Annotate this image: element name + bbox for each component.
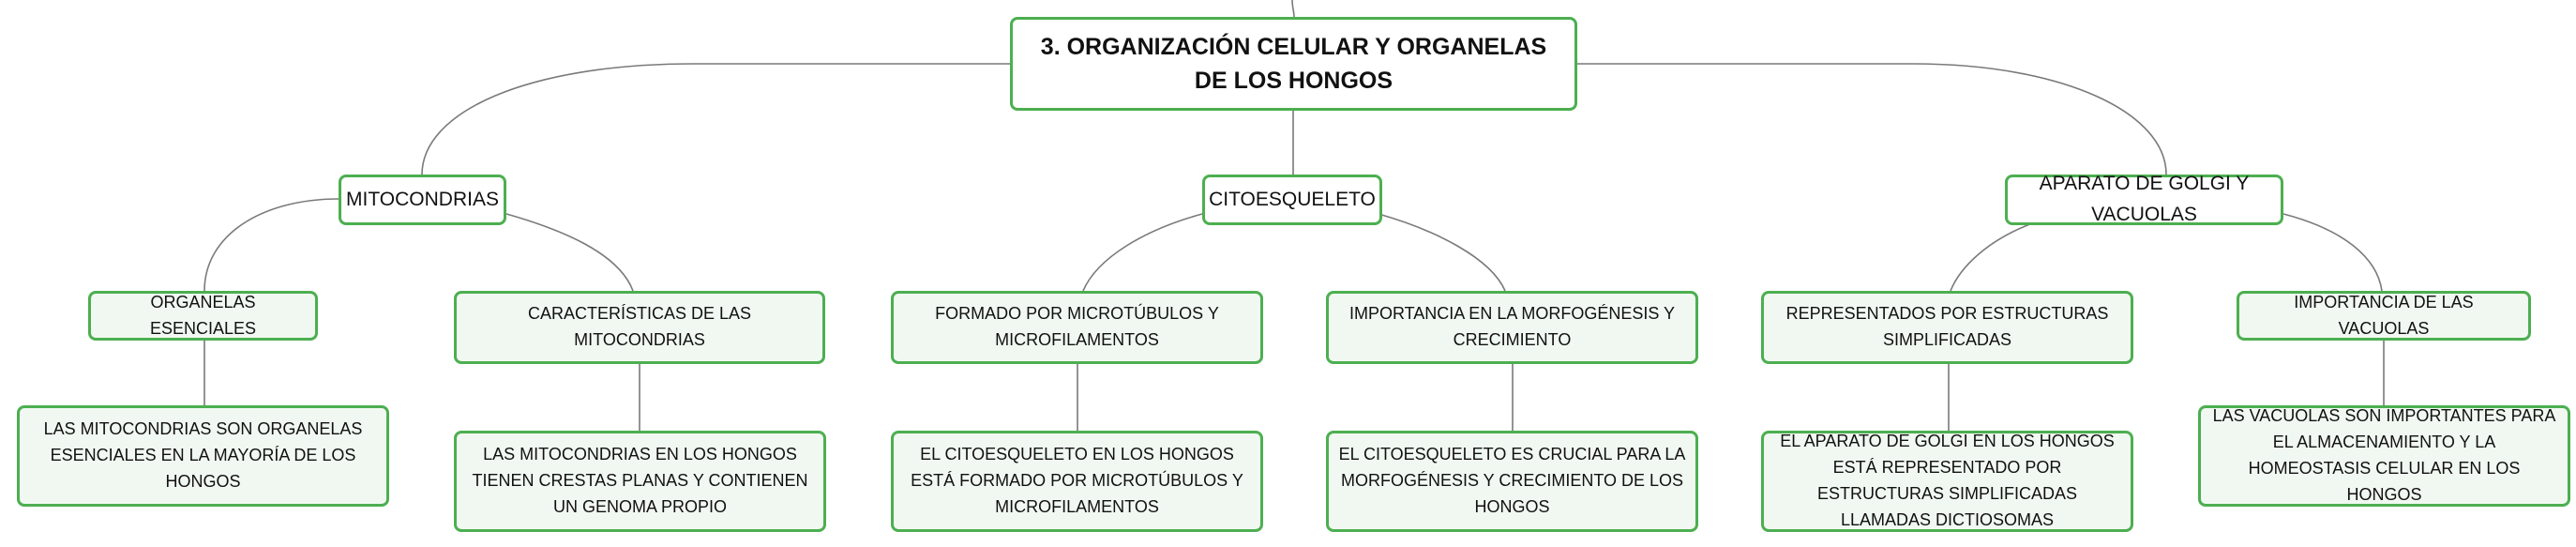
detail-formado-por-text: EL CITOESQUELETO EN LOS HONGOS ESTÁ FORM… xyxy=(911,445,1243,516)
edge-mito-caracteristicas xyxy=(505,213,634,292)
topic-citoesqueleto-label: CITOESQUELETO xyxy=(1209,188,1376,210)
subtopic-importancia-morfogenesis[interactable]: IMPORTANCIA EN LA MORFOGÉNESIS Y CRECIMI… xyxy=(1326,291,1698,364)
topic-golgi-vacuolas-label: APARATO DE GOLGI Y VACUOLAS xyxy=(2039,173,2250,225)
detail-estructuras-simplificadas[interactable]: EL APARATO DE GOLGI EN LOS HONGOS ESTÁ R… xyxy=(1761,431,2133,532)
detail-importancia-vacuolas-text: LAS VACUOLAS SON IMPORTANTES PARA EL ALM… xyxy=(2212,406,2556,504)
topic-golgi-vacuolas[interactable]: APARATO DE GOLGI Y VACUOLAS xyxy=(2005,173,2283,225)
subtopic-estructuras-simplificadas-label: REPRESENTADOS POR ESTRUCTURAS SIMPLIFICA… xyxy=(1785,304,2109,349)
subtopic-estructuras-simplificadas[interactable]: REPRESENTADOS POR ESTRUCTURAS SIMPLIFICA… xyxy=(1761,291,2133,364)
subtopic-importancia-vacuolas-label: IMPORTANCIA DE LAS VACUOLAS xyxy=(2294,292,2474,338)
root-topic-label: 3. ORGANIZACIÓN CELULAR Y ORGANELAS DE L… xyxy=(1040,33,1547,94)
edge-golgi-representados xyxy=(1950,221,2036,292)
topic-mitocondrias-label: MITOCONDRIAS xyxy=(346,188,499,210)
edge-root-mitocondrias xyxy=(421,63,1010,175)
detail-estructuras-simplificadas-text: EL APARATO DE GOLGI EN LOS HONGOS ESTÁ R… xyxy=(1780,432,2115,529)
edge-golgi-vacuolas xyxy=(2282,213,2383,292)
detail-caracteristicas-mitocondrias-text: LAS MITOCONDRIAS EN LOS HONGOS TIENEN CR… xyxy=(472,445,808,516)
detail-caracteristicas-mitocondrias[interactable]: LAS MITOCONDRIAS EN LOS HONGOS TIENEN CR… xyxy=(454,431,826,532)
topic-mitocondrias[interactable]: MITOCONDRIAS xyxy=(339,175,506,225)
subtopic-caracteristicas-mitocondrias-label: CARACTERÍSTICAS DE LAS MITOCONDRIAS xyxy=(527,304,752,349)
subtopic-caracteristicas-mitocondrias[interactable]: CARACTERÍSTICAS DE LAS MITOCONDRIAS xyxy=(454,291,825,364)
edge-root-golgi xyxy=(1577,63,2167,175)
detail-importancia-vacuolas[interactable]: LAS VACUOLAS SON IMPORTANTES PARA EL ALM… xyxy=(2198,405,2570,507)
detail-organelas-esenciales[interactable]: LAS MITOCONDRIAS SON ORGANELAS ESENCIALE… xyxy=(17,405,389,507)
root-topic[interactable]: 3. ORGANIZACIÓN CELULAR Y ORGANELAS DE L… xyxy=(1010,17,1577,111)
edge-cito-formado xyxy=(1082,213,1203,292)
edge-cito-importancia xyxy=(1378,213,1506,292)
subtopic-formado-por-label: FORMADO POR MICROTÚBULOS Y MICROFILAMENT… xyxy=(935,304,1219,349)
detail-organelas-esenciales-text: LAS MITOCONDRIAS SON ORGANELAS ESENCIALE… xyxy=(43,419,363,491)
edge-mito-esenciales xyxy=(203,198,339,292)
detail-formado-por[interactable]: EL CITOESQUELETO EN LOS HONGOS ESTÁ FORM… xyxy=(891,431,1263,532)
subtopic-organelas-esenciales-label: ORGANELAS ESENCIALES xyxy=(149,292,257,338)
edge-root-parent xyxy=(1291,0,1295,18)
subtopic-importancia-morfogenesis-label: IMPORTANCIA EN LA MORFOGÉNESIS Y CRECIMI… xyxy=(1348,304,1676,349)
topic-citoesqueleto[interactable]: CITOESQUELETO xyxy=(1202,175,1382,225)
detail-importancia-morfogenesis[interactable]: EL CITOESQUELETO ES CRUCIAL PARA LA MORF… xyxy=(1326,431,1698,532)
detail-importancia-morfogenesis-text: EL CITOESQUELETO ES CRUCIAL PARA LA MORF… xyxy=(1338,445,1686,516)
subtopic-importancia-vacuolas[interactable]: IMPORTANCIA DE LAS VACUOLAS xyxy=(2237,291,2531,341)
subtopic-formado-por[interactable]: FORMADO POR MICROTÚBULOS Y MICROFILAMENT… xyxy=(891,291,1263,364)
subtopic-organelas-esenciales[interactable]: ORGANELAS ESENCIALES xyxy=(88,291,318,341)
